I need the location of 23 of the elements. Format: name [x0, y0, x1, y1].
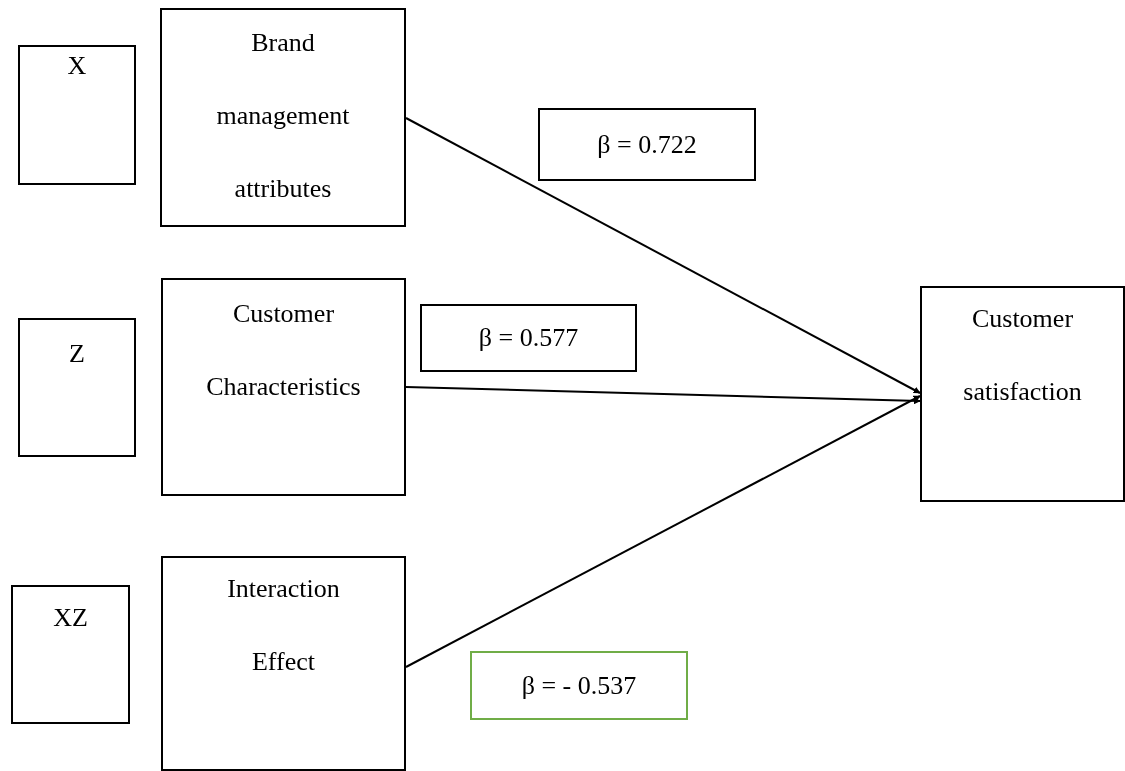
box-label: Brand management attributes	[215, 27, 351, 205]
variable-box	[18, 318, 136, 457]
box-label: Interaction Effect	[226, 573, 341, 678]
arrow	[405, 117, 921, 394]
construct-box	[161, 278, 406, 496]
coefficient-box	[538, 108, 756, 181]
box-label: X	[66, 51, 88, 81]
box-label: β = 0.577	[477, 323, 580, 353]
outcome-box	[920, 286, 1125, 502]
construct-box	[160, 8, 406, 227]
box-label: Z	[68, 339, 86, 369]
arrow	[405, 395, 921, 668]
box-label: Customer Characteristics	[205, 298, 362, 403]
variable-box	[11, 585, 130, 724]
coefficient-box	[420, 304, 637, 372]
box-label: β = - 0.537	[520, 670, 638, 701]
construct-box	[161, 556, 406, 771]
box-label: β = 0.722	[596, 129, 698, 160]
coefficient-box	[470, 651, 688, 720]
box-label: XZ	[52, 603, 89, 633]
variable-box	[18, 45, 136, 185]
arrow	[405, 386, 921, 405]
box-label: Customer satisfaction	[962, 303, 1083, 408]
